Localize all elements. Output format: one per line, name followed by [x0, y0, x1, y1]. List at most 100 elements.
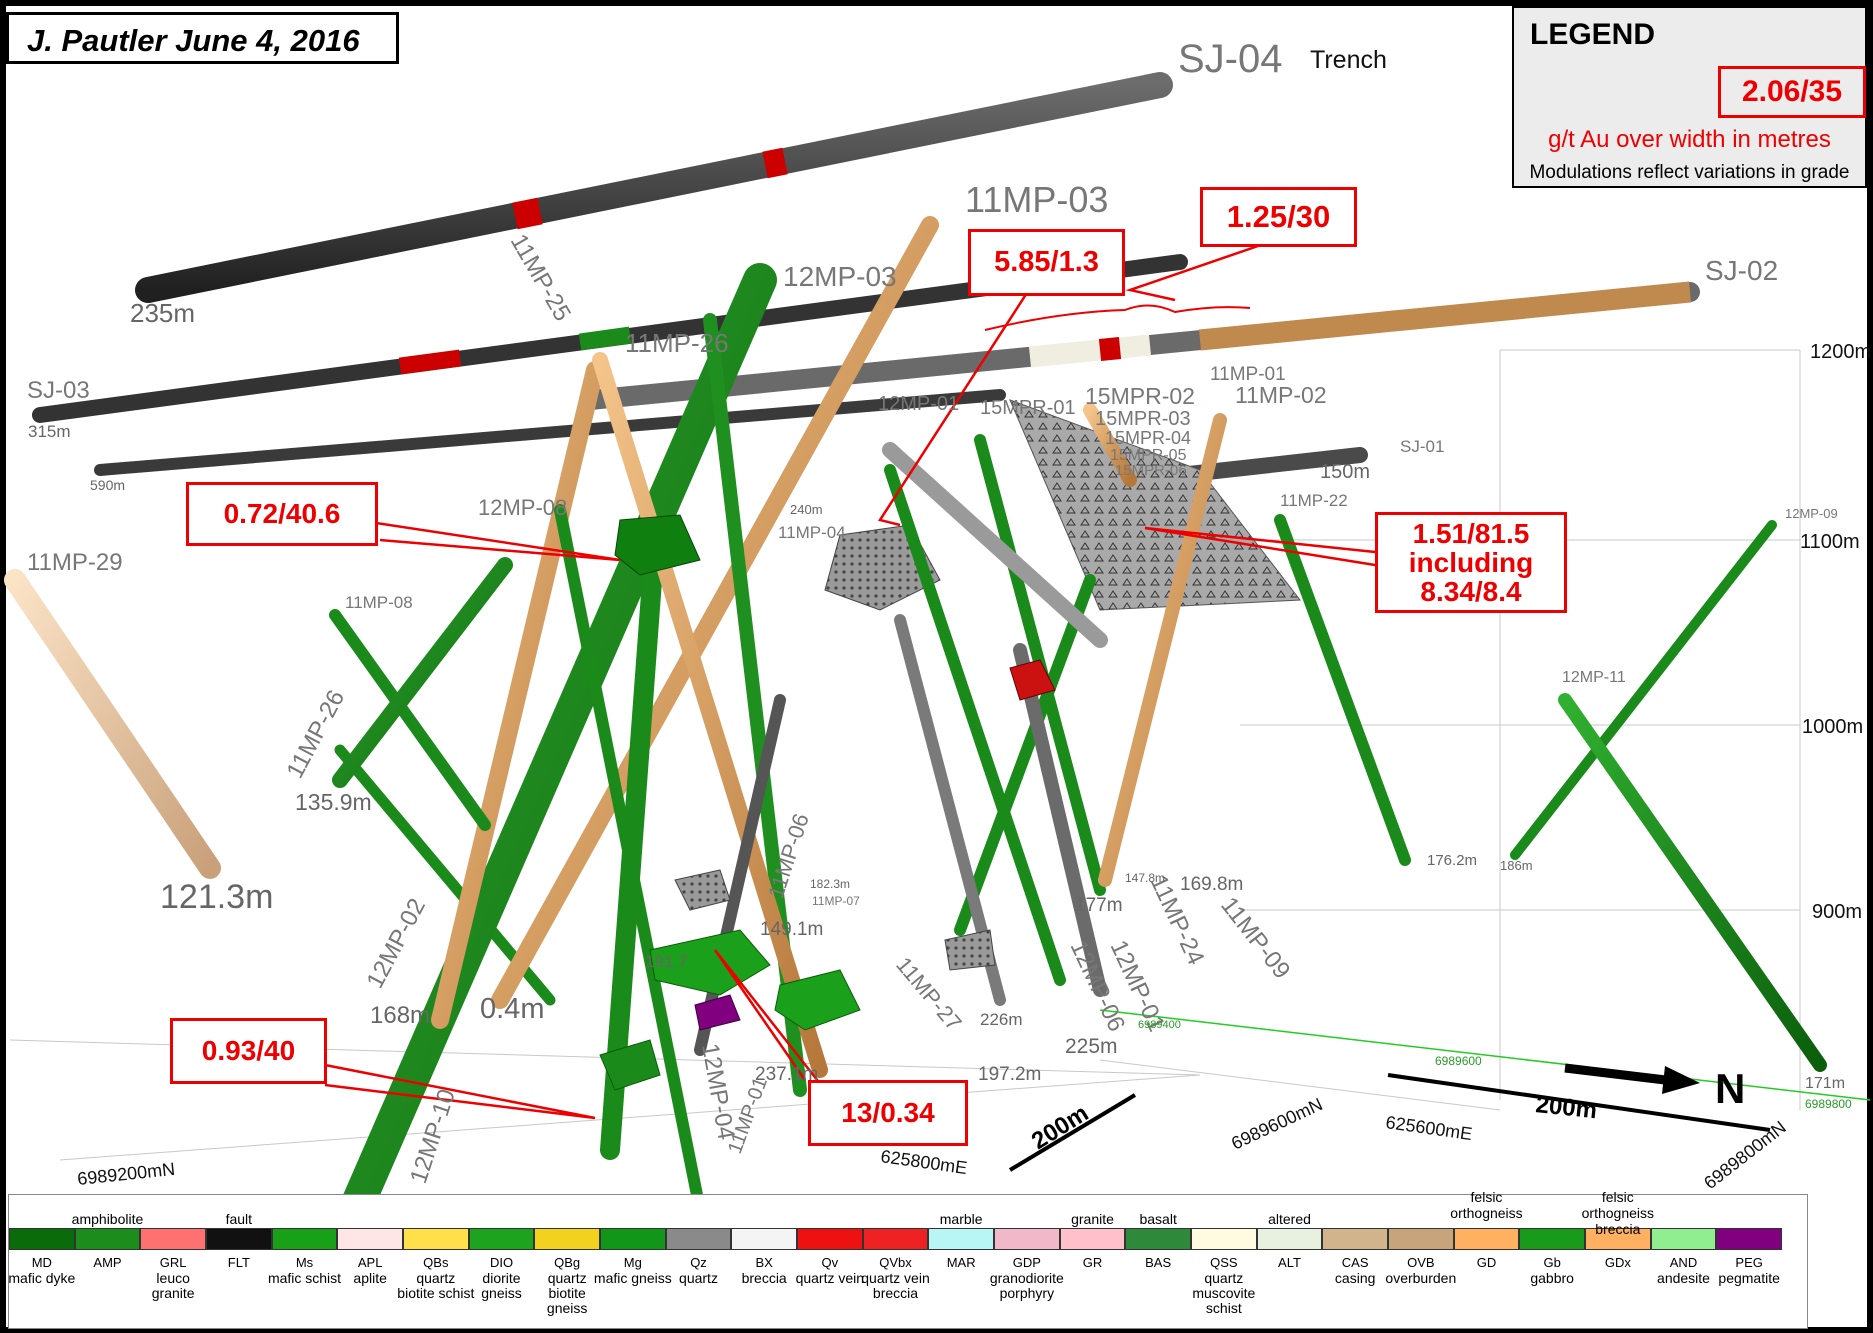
lithology-name-qbg: quartz biotite gneiss	[546, 1270, 588, 1316]
north-arrow-shaft	[1564, 1063, 1666, 1085]
depth-168: 168m	[370, 1002, 430, 1029]
lithology-swatch-bx	[731, 1228, 797, 1250]
coord-6989800mn: 6989800mN	[1700, 1117, 1790, 1193]
lithology-code-qbs: QBs	[423, 1255, 449, 1270]
depth-590: 590m	[90, 477, 125, 493]
lithology-swatch-gdp	[994, 1228, 1060, 1250]
lithology-code-qvbx: QVbx	[879, 1255, 912, 1270]
lithology-code-amp: AMP	[93, 1255, 122, 1270]
lithology-name-gdp: granodiorite porphyry	[989, 1270, 1064, 1301]
lithology-code-qv: Qv	[821, 1255, 839, 1270]
legend-title: LEGEND	[1530, 18, 1656, 51]
depth-169-8: 169.8m	[1180, 874, 1243, 895]
label-sj01: SJ-01	[1400, 437, 1444, 456]
label-12mp09: 12MP-09	[1785, 506, 1838, 521]
label-15mpr05: 15MPR-05	[1110, 447, 1187, 464]
lithology-swatch-qbg	[534, 1228, 600, 1250]
lithology-name-dio: diorite gneiss	[481, 1270, 522, 1301]
depth-177: 177m	[1075, 895, 1123, 916]
label-12mp01: 12MP-01	[878, 393, 959, 415]
grade-label-0-72-40-6: 0.72/40.6	[186, 482, 378, 546]
north-arrow-head	[1662, 1066, 1700, 1094]
lithology-swatch-qv	[797, 1228, 863, 1250]
lithology-swatch-bas	[1125, 1228, 1191, 1250]
lithology-code-qbg: QBg	[554, 1255, 581, 1270]
depth-197-2: 197.2m	[978, 1064, 1041, 1085]
lithology-swatch-qbs	[403, 1228, 469, 1250]
depth-186: 186m	[1500, 858, 1533, 873]
grade-label-1-51-line2: including	[1408, 547, 1534, 578]
north-label: N	[1715, 1065, 1745, 1112]
legend-line2: Modulations reflect variations in grade	[1529, 162, 1850, 183]
lithology-swatch-amp	[74, 1228, 141, 1250]
grade-label-13-0-34: 13/0.34	[808, 1080, 968, 1146]
lithology-swatch-peg	[1716, 1228, 1782, 1250]
sj-hole-590	[94, 389, 1006, 476]
depth-235: 235m	[130, 298, 195, 328]
lithology-group-alt: altered	[1268, 1211, 1311, 1227]
depth-182-3: 182.3m	[810, 877, 850, 891]
elevation-labels: 1200m 1100m 1000m 900m	[1800, 341, 1871, 923]
lithology-swatch-gr	[1059, 1228, 1126, 1250]
lithology-group-flt: fault	[225, 1211, 253, 1227]
lithology-swatch-ovb	[1388, 1228, 1454, 1250]
depth-135-9: 135.9m	[295, 789, 372, 815]
label-12mp08: 12MP-08	[478, 495, 567, 520]
depth-315: 315m	[28, 422, 71, 441]
depth-150: 150m	[1320, 461, 1370, 483]
lithology-code-mar: MAR	[946, 1255, 976, 1270]
lithology-swatch-mar	[928, 1228, 994, 1250]
lithology-group-mar: marble	[939, 1211, 983, 1227]
label-15mpr04: 15MPR-04	[1105, 428, 1191, 448]
lithology-swatch-and	[1650, 1228, 1717, 1250]
depth-149-1: 149.1m	[760, 919, 823, 940]
label-12mp11: 12MP-11	[1562, 669, 1626, 686]
lithology-swatch-alt	[1256, 1228, 1323, 1250]
lithology-code-qss: QSS	[1210, 1255, 1238, 1270]
grid-6989800: 6989800	[1805, 1097, 1852, 1111]
lithology-code-gd: GD	[1476, 1255, 1497, 1270]
lithology-swatch-ms	[271, 1228, 338, 1250]
lithology-swatch-md	[9, 1228, 75, 1250]
breccia-plane-right	[1009, 399, 1301, 611]
depth-237-1: 237.1m	[755, 1064, 818, 1085]
label-11mp01: 11MP-01	[1210, 364, 1286, 385]
lithology-name-md: mafic dyke	[8, 1270, 76, 1286]
grade-bracket	[984, 304, 1251, 331]
label-sj03: SJ-03	[27, 377, 90, 404]
label-11mp09: 11MP-09	[1215, 892, 1295, 984]
elev-1100: 1100m	[1800, 531, 1860, 553]
lithology-name-qz: quartz	[679, 1270, 718, 1286]
depth-176-2: 176.2m	[1427, 852, 1477, 869]
north-gridline	[1099, 1009, 1871, 1101]
scale-bar-right	[1387, 1073, 1771, 1132]
lithology-code-ovb: OVB	[1407, 1255, 1435, 1270]
label-sj02: SJ-02	[1705, 255, 1778, 286]
lithology-group-gr: granite	[1071, 1211, 1114, 1227]
lithology-code-flt: FLT	[227, 1255, 250, 1270]
lithology-name-cas: casing	[1334, 1270, 1376, 1286]
label-11mp26top: 11MP-26	[625, 328, 729, 358]
lithology-code-bx: BX	[755, 1255, 773, 1270]
label-15mpr06: 15MPR-06	[1115, 462, 1187, 479]
label-12mp03: 12MP-03	[783, 261, 897, 292]
lithology-name-qv: quartz vein	[795, 1270, 865, 1286]
lithology-swatch-gd	[1453, 1228, 1520, 1250]
scale-bar-left	[1008, 1093, 1137, 1172]
grade-label-1-51-line1: 1.51/81.5	[1412, 518, 1530, 549]
lithology-name-qvbx: quartz vein breccia	[861, 1270, 930, 1301]
label-11mp22: 11MP-22	[1280, 491, 1348, 510]
label-sj04: SJ-04	[1178, 37, 1283, 81]
grade-label-1-25-30: 1.25/30	[1200, 187, 1357, 247]
lithology-code-qz: Qz	[690, 1255, 707, 1270]
lithology-name-mg: mafic gneiss	[593, 1270, 672, 1286]
lithology-swatch-qss	[1191, 1228, 1257, 1250]
legend-example-value: 2.06/35	[1718, 66, 1866, 118]
lithology-name-peg: pegmatite	[1718, 1270, 1780, 1286]
lithology-name-ovb: overburden	[1385, 1270, 1457, 1286]
label-15mpr02: 15MPR-02	[1085, 383, 1195, 409]
lithology-code-and: AND	[1669, 1255, 1698, 1270]
lithology-code-md: MD	[31, 1255, 52, 1270]
depth-240: 240m	[790, 502, 823, 517]
